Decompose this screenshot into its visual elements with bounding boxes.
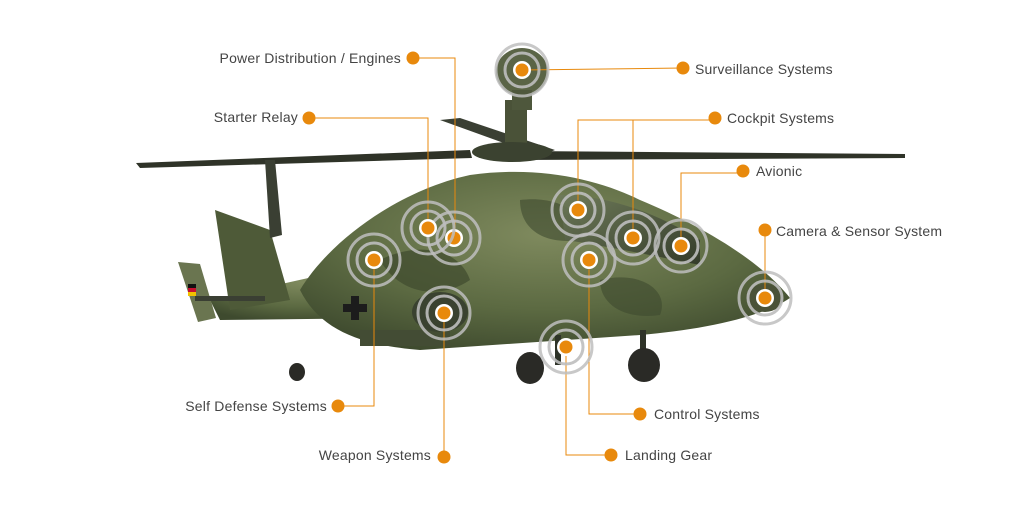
label-dot-landing: [604, 448, 618, 462]
label-self-defense-systems[interactable]: Self Defense Systems: [185, 398, 327, 414]
target-ring-control[interactable]: [561, 232, 617, 288]
gear-strut: [640, 330, 646, 350]
target-ring-selfdef[interactable]: [346, 232, 402, 288]
insignia: [343, 296, 367, 320]
horizontal-stabilizer: [178, 262, 216, 322]
rotor-hub: [472, 142, 552, 162]
label-dots: [302, 51, 772, 464]
label-dot-starter: [302, 111, 316, 125]
label-dot-cockpit: [708, 111, 722, 125]
camo-patch: [600, 277, 662, 316]
mast-sight-neck: [512, 90, 532, 110]
stabilizer-bar: [195, 296, 265, 301]
label-starter-relay[interactable]: Starter Relay: [213, 109, 298, 125]
leader-lines: [309, 57, 766, 457]
target-ring-cockpit-2[interactable]: [605, 210, 661, 266]
label-cockpit-systems[interactable]: Cockpit Systems: [727, 110, 835, 126]
leader-line-cockpit: [577, 119, 715, 238]
leader-line-avionic: [680, 172, 743, 246]
label-dot-avionic: [736, 164, 750, 178]
label-weapon-systems[interactable]: Weapon Systems: [318, 447, 431, 463]
label-dot-selfdef: [331, 399, 345, 413]
main-rotor-blade-right: [520, 151, 905, 160]
tail-wheel: [289, 363, 305, 381]
flag-marking: [188, 284, 196, 296]
target-ring-cockpit[interactable]: [550, 182, 606, 238]
label-surveillance-systems[interactable]: Surveillance Systems: [695, 61, 833, 77]
target-ring-camera[interactable]: [737, 270, 793, 326]
label-power-distribution-engines[interactable]: Power Distribution / Engines: [219, 50, 401, 66]
front-wheel: [516, 352, 544, 384]
helicopter: [136, 48, 905, 384]
main-rotor-blade-left: [136, 150, 472, 168]
target-ring-weapon[interactable]: [416, 285, 472, 341]
label-dot-camera: [758, 223, 772, 237]
target-ring-surveillance[interactable]: [494, 42, 550, 98]
leader-line-control: [588, 260, 640, 415]
callout-rings: [346, 42, 793, 375]
tail-rotor: [265, 160, 282, 238]
label-dot-weapon: [437, 450, 451, 464]
leader-line-power: [413, 57, 456, 238]
leader-line-selfdef: [338, 260, 375, 407]
target-ring-avionic[interactable]: [653, 218, 709, 274]
label-dot-control: [633, 407, 647, 421]
label-camera-sensor-system[interactable]: Camera & Sensor System: [776, 223, 943, 239]
target-ring-landing[interactable]: [538, 319, 594, 375]
target-ring-starter[interactable]: [400, 200, 456, 256]
label-control-systems[interactable]: Control Systems: [654, 406, 760, 422]
camo-patch: [380, 249, 470, 292]
leader-line-starter: [309, 117, 429, 228]
label-dot-power: [406, 51, 420, 65]
leader-line-landing: [565, 347, 611, 456]
main-wheel: [628, 348, 660, 382]
label-landing-gear[interactable]: Landing Gear: [625, 447, 713, 463]
label-avionic[interactable]: Avionic: [756, 163, 803, 179]
label-dot-surveillance: [676, 61, 690, 75]
